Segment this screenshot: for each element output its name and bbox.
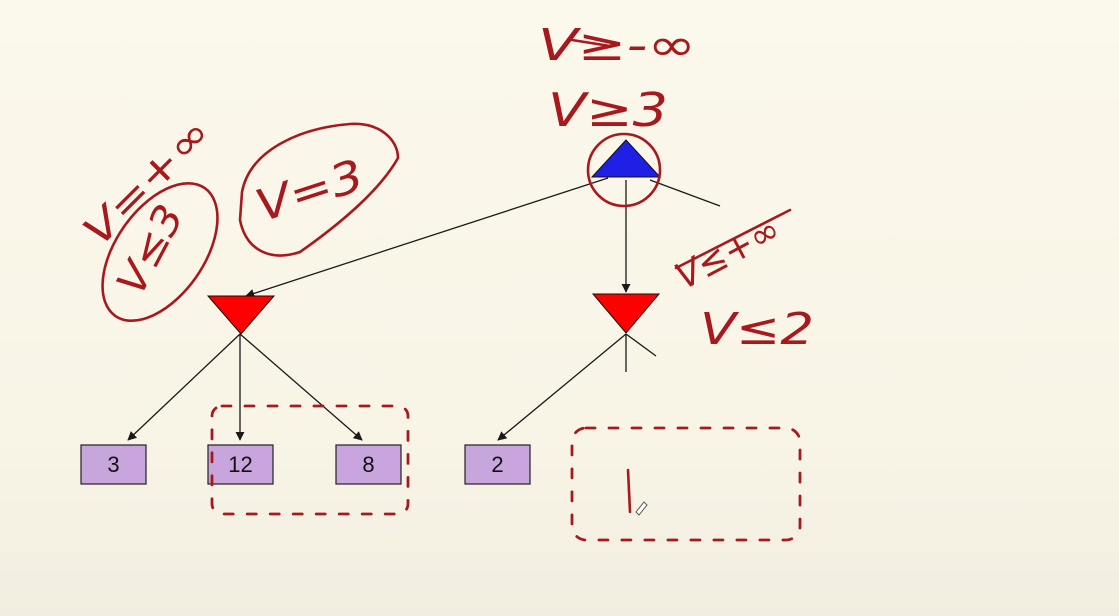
root-bound-updated: V≥3 (548, 83, 668, 137)
pen-cursor-icon (635, 501, 648, 516)
edge-left-min-to-leaf-1 (127, 333, 241, 441)
leaf-node-1: 3 (80, 444, 147, 485)
leaf-value-3: 8 (362, 452, 374, 477)
root-bound-strike (570, 38, 612, 48)
max-node-root (590, 139, 662, 178)
edge-right-min-stub-right (625, 333, 657, 357)
ink-annotations: V≥-∞ V≥3 V=+∞ V≤3 V=3 V≤+∞ V≤2 (75, 20, 814, 542)
leaf-value-1: 3 (107, 452, 119, 477)
left-min-result: V=3 (250, 150, 370, 232)
leaf-node-4: 2 (464, 444, 531, 485)
pen-mark (626, 468, 632, 514)
right-min-bound-updated: V≤2 (700, 304, 814, 355)
edge-left-min-to-leaf-3 (239, 333, 363, 441)
left-min-bound-ellipse (101, 182, 219, 322)
edge-root-to-left-min (245, 177, 609, 298)
right-min-bound-strike (674, 208, 792, 270)
root-bound-initial: V≥-∞ (538, 20, 696, 71)
leaf-value-2: 12 (228, 452, 252, 477)
right-min-bound-initial: V≤+∞ (669, 209, 787, 298)
pruned-region-right (570, 426, 802, 542)
root-node-circle (586, 132, 662, 208)
left-min-result-outline (238, 122, 400, 257)
edge-root-branch-stub (649, 179, 721, 207)
tree-edges (127, 177, 721, 441)
min-node-left (206, 295, 276, 335)
min-node-right (591, 293, 661, 334)
pruned-region-left (210, 404, 410, 516)
leaf-node-3: 8 (335, 444, 402, 485)
edge-right-min-to-leaf-4 (497, 333, 627, 441)
leaf-node-2: 12 (207, 444, 274, 485)
leaf-value-4: 2 (491, 452, 503, 477)
